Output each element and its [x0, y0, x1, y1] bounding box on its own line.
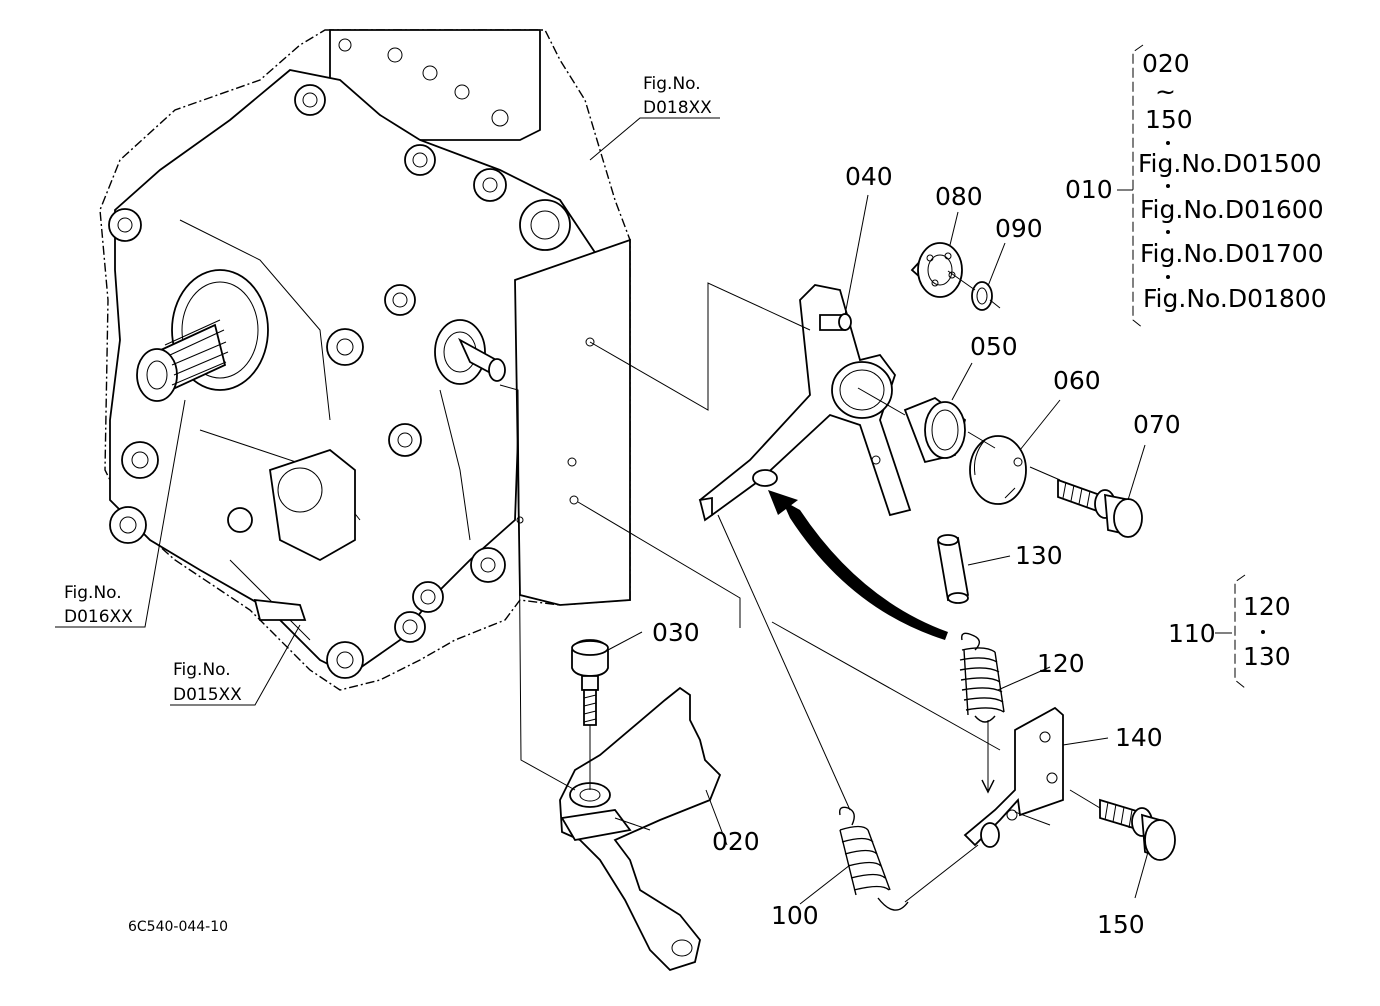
- part-150-bolt: [1099, 798, 1176, 861]
- part-080-bearing: [910, 242, 963, 298]
- callout-090: 090: [995, 214, 1043, 243]
- callout-080: 080: [935, 182, 983, 211]
- fig-ref-d018-line1: Fig.No.: [643, 74, 701, 94]
- fig-ref-d016-line1: Fig.No.: [64, 583, 122, 603]
- set-010-fig-1: Fig.No.D01500: [1138, 149, 1322, 178]
- set-110-item-b: 130: [1243, 642, 1291, 671]
- transmission-housing: [99, 29, 631, 691]
- set-010-fig-4: Fig.No.D01800: [1143, 284, 1327, 313]
- set-110-group: 110 120 130: [1168, 574, 1291, 689]
- callout-leaders: [607, 194, 1149, 905]
- callout-070: 070: [1133, 410, 1181, 439]
- callout-030: 030: [652, 618, 700, 647]
- fig-ref-d015-line1: Fig.No.: [173, 660, 231, 680]
- part-120-spring: [959, 632, 1005, 723]
- fig-ref-d015-line2: D015XX: [173, 685, 242, 705]
- callout-040: 040: [845, 162, 893, 191]
- callout-120: 120: [1037, 649, 1085, 678]
- part-050-collar: [903, 396, 967, 464]
- assembly-lines: [499, 270, 1101, 903]
- callout-020: 020: [712, 827, 760, 856]
- fig-ref-d016-line2: D016XX: [64, 607, 133, 627]
- part-070-bolt: [1057, 478, 1143, 538]
- output-shaft: [136, 269, 269, 402]
- part-090-circlip: [971, 281, 993, 311]
- set-110-item-a: 120: [1243, 592, 1291, 621]
- callout-130: 130: [1015, 541, 1063, 570]
- drawing-code: 6C540-044-10: [128, 919, 228, 935]
- part-030-bolt: [571, 639, 609, 726]
- part-020-lever: [559, 686, 722, 972]
- callout-150: 150: [1097, 910, 1145, 939]
- callout-110: 110: [1168, 619, 1216, 648]
- callout-100: 100: [771, 901, 819, 930]
- fig-ref-leaders: [55, 117, 720, 706]
- small-shaft: [434, 319, 506, 385]
- set-010-range-sep: ~: [1155, 77, 1176, 106]
- fig-ref-d018-line2: D018XX: [643, 98, 712, 118]
- set-010-range-end: 150: [1145, 105, 1193, 134]
- set-010-group: 010 020 ~ 150 Fig.No.D01500 Fig.No.D0160…: [1065, 44, 1327, 329]
- callout-050: 050: [970, 332, 1018, 361]
- part-060-washer: [969, 435, 1027, 505]
- part-130-pin: [936, 534, 970, 604]
- set-010-fig-3: Fig.No.D01700: [1140, 239, 1324, 268]
- set-010-fig-2: Fig.No.D01600: [1140, 195, 1324, 224]
- callout-010: 010: [1065, 175, 1113, 204]
- callout-140: 140: [1115, 723, 1163, 752]
- part-040-lever: [698, 284, 912, 522]
- part-100-spring: [838, 806, 909, 911]
- set-010-range-start: 020: [1142, 49, 1190, 78]
- part-140-bracket: [963, 706, 1064, 848]
- callout-060: 060: [1053, 366, 1101, 395]
